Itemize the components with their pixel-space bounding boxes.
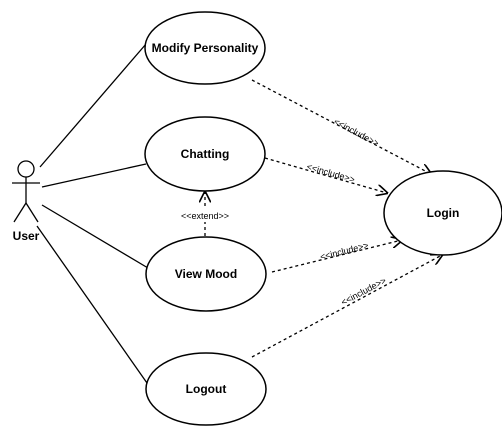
- assoc-chatting: [41, 163, 147, 188]
- use-case-login: Login: [383, 170, 502, 256]
- use-case-logout: Logout: [145, 352, 267, 426]
- include-label-viewmood: <<include>>: [319, 240, 369, 262]
- include-viewmood-to-login: [271, 240, 402, 273]
- actor-left-leg: [13, 202, 27, 223]
- use-case-label: View Mood: [175, 267, 237, 281]
- use-case-label: Login: [427, 206, 460, 220]
- use-case-label: Modify Personality: [152, 41, 259, 55]
- use-case-chatting: Chatting: [144, 116, 266, 192]
- include-label-logout: <<include>>: [339, 275, 387, 307]
- use-case-label: Logout: [186, 382, 227, 396]
- use-case-view-mood: View Mood: [145, 236, 267, 312]
- include-label-chatting: <<include>>: [306, 161, 356, 184]
- actor-right-leg: [25, 202, 39, 223]
- use-case-label: Chatting: [181, 147, 230, 161]
- actor-head: [17, 160, 35, 178]
- assoc-logout: [36, 225, 148, 384]
- include-modify-to-login: [251, 79, 431, 174]
- use-case-modify-personality: Modify Personality: [144, 11, 266, 85]
- extend-label: <<extend>>: [181, 211, 229, 221]
- assoc-modify-personality: [39, 43, 147, 168]
- extend-label-bg: [172, 209, 238, 222]
- assoc-view-mood: [41, 204, 149, 269]
- actor-label: User: [13, 229, 40, 243]
- actor-user: User: [12, 160, 40, 243]
- include-label-modify: <<include>>: [332, 116, 380, 148]
